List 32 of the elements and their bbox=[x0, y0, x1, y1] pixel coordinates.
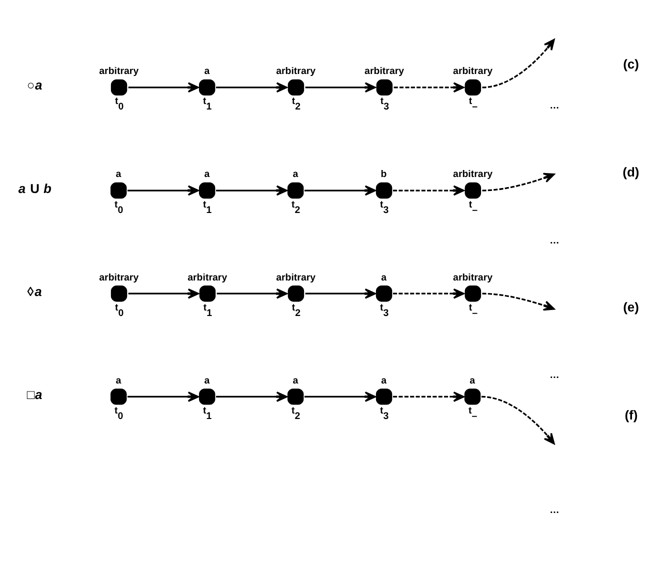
label: ◊a bbox=[27, 284, 42, 299]
node-label: arbitrary bbox=[99, 66, 139, 78]
label: (c) bbox=[623, 56, 639, 72]
label: ○a bbox=[26, 78, 42, 93]
node-label: arbitrary bbox=[99, 272, 139, 284]
label: □a bbox=[26, 386, 42, 402]
node-label: a bbox=[204, 169, 210, 180]
label: (f) bbox=[624, 407, 638, 422]
node-label: b bbox=[380, 169, 387, 180]
node-label: a bbox=[381, 375, 387, 386]
node-label: arbitrary bbox=[276, 66, 316, 78]
node-label: arbitrary bbox=[453, 66, 493, 78]
label: … bbox=[550, 100, 560, 112]
node-label: a bbox=[116, 169, 122, 180]
node-label: arbitrary bbox=[453, 272, 493, 284]
node-label: a bbox=[381, 272, 387, 284]
node-label: a bbox=[292, 375, 298, 386]
label: … bbox=[550, 370, 560, 382]
label: … bbox=[550, 504, 560, 516]
node-label: arbitrary bbox=[364, 66, 404, 78]
node-label: a bbox=[470, 375, 476, 386]
node-label: a bbox=[292, 169, 298, 180]
node-label: a bbox=[204, 375, 210, 386]
node-label: arbitrary bbox=[453, 169, 493, 180]
label: a U b bbox=[18, 180, 52, 196]
label: (e) bbox=[623, 299, 639, 314]
node-label: a bbox=[204, 66, 210, 78]
node-label: arbitrary bbox=[188, 272, 228, 284]
node-label: a bbox=[116, 375, 122, 386]
node-label: arbitrary bbox=[276, 272, 316, 284]
label: … bbox=[550, 235, 560, 246]
label: (d) bbox=[622, 164, 640, 180]
